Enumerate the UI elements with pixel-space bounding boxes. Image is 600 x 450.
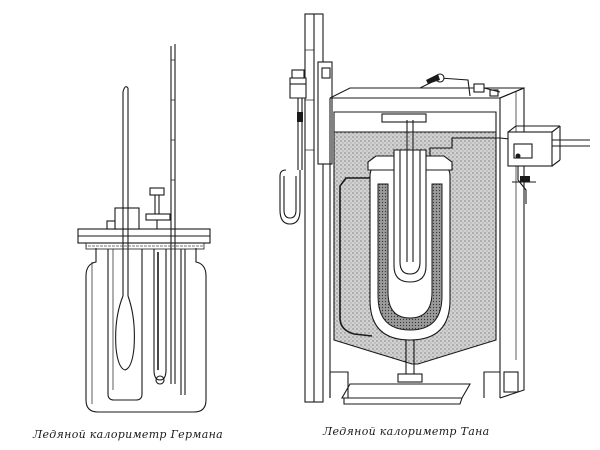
tahn-valve-stem — [517, 166, 527, 204]
hermann-side-tube-end — [155, 375, 165, 385]
hermann-caption: Ледяной калориметр Германа — [33, 428, 223, 441]
hermann-calorimeter — [77, 44, 211, 413]
hermann-inner-tube — [107, 249, 143, 401]
tahn-gauge-body — [289, 77, 307, 99]
hermann-tap-head — [149, 187, 165, 196]
tahn-stand-right — [483, 371, 500, 398]
hermann-jar — [85, 248, 207, 413]
hermann-side-tube — [153, 249, 167, 381]
hermann-stopper-flange — [106, 220, 116, 230]
tahn-top-plate — [381, 113, 427, 123]
tahn-water-jacket — [377, 183, 443, 331]
tahn-test-tube — [393, 149, 427, 283]
hermann-tap-collar — [145, 213, 171, 221]
tahn-calorimeter — [279, 13, 590, 405]
hermann-thermometer-top — [122, 86, 129, 93]
tahn-u-manometer — [279, 169, 301, 225]
tahn-tray — [341, 383, 471, 399]
tahn-capillary-right — [429, 137, 521, 156]
tahn-lid-handle — [426, 74, 440, 84]
tahn-box-side — [499, 87, 525, 399]
tahn-capillary-left — [339, 177, 373, 337]
hermann-stopper — [114, 207, 140, 230]
hermann-thread — [85, 242, 205, 250]
tahn-gauge-valve — [297, 112, 303, 122]
tahn-scale-plate — [317, 61, 333, 165]
tahn-drain-valve — [397, 373, 423, 383]
tahn-caption: Ледяной калориметр Тана — [323, 425, 490, 438]
tahn-stand-left — [330, 371, 349, 398]
hermann-thermometer-bulb — [115, 295, 135, 371]
